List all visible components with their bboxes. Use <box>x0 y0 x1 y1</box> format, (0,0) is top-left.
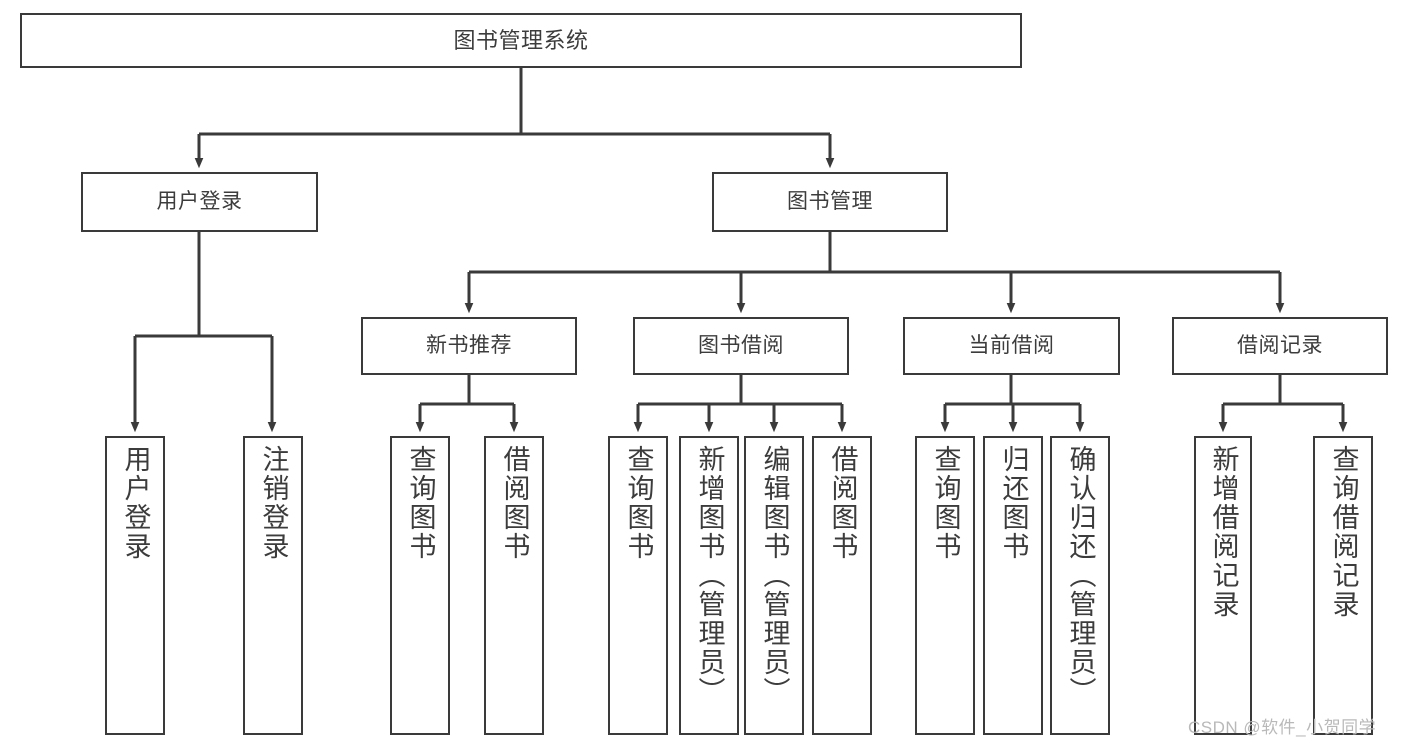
node-label: 查询图书 <box>930 445 961 561</box>
node-label: 查询借阅记录 <box>1328 445 1359 619</box>
node-label: 新增借阅记录 <box>1208 445 1239 619</box>
node-label: 用户登录 <box>156 189 243 213</box>
node-label: 当前借阅 <box>968 333 1055 357</box>
node-label: 借阅记录 <box>1237 333 1323 357</box>
node-label: 图书管理系统 <box>453 27 589 53</box>
leaf-book-borrow-lend[interactable]: 借阅图书 <box>812 436 872 735</box>
node-label: 注销登录 <box>258 445 289 561</box>
node-label: 图书借阅 <box>698 333 784 357</box>
node-book-borrow[interactable]: 图书借阅 <box>633 317 849 375</box>
watermark-text: CSDN @软件_小贺同学 <box>1188 718 1377 737</box>
node-label: 用户登录 <box>120 445 151 561</box>
leaf-current-borrow-query[interactable]: 查询图书 <box>915 436 975 735</box>
leaf-new-book-borrow[interactable]: 借阅图书 <box>484 436 544 735</box>
node-label: 借阅图书 <box>499 445 530 561</box>
node-label: 新书推荐 <box>426 333 512 357</box>
leaf-user-login-login[interactable]: 用户登录 <box>105 436 165 735</box>
leaf-new-book-query[interactable]: 查询图书 <box>390 436 450 735</box>
node-label: 确认归还（管理员） <box>1065 445 1096 706</box>
node-label: 图书管理 <box>787 189 873 213</box>
node-user-login[interactable]: 用户登录 <box>81 172 318 232</box>
node-label: 新增图书（管理员） <box>694 445 725 706</box>
leaf-current-borrow-confirm-return[interactable]: 确认归还（管理员） <box>1050 436 1110 735</box>
node-label: 查询图书 <box>405 445 436 561</box>
node-label: 编辑图书（管理员） <box>759 445 790 706</box>
node-label: 借阅图书 <box>827 445 858 561</box>
leaf-borrow-record-query[interactable]: 查询借阅记录 <box>1313 436 1373 735</box>
node-root-system[interactable]: 图书管理系统 <box>20 13 1022 68</box>
leaf-current-borrow-return[interactable]: 归还图书 <box>983 436 1043 735</box>
node-new-book-recommend[interactable]: 新书推荐 <box>361 317 577 375</box>
node-label: 归还图书 <box>998 445 1029 561</box>
node-current-borrow[interactable]: 当前借阅 <box>903 317 1120 375</box>
leaf-user-login-logout[interactable]: 注销登录 <box>243 436 303 735</box>
leaf-book-borrow-add[interactable]: 新增图书（管理员） <box>679 436 739 735</box>
leaf-book-borrow-edit[interactable]: 编辑图书（管理员） <box>744 436 804 735</box>
node-borrow-record[interactable]: 借阅记录 <box>1172 317 1388 375</box>
leaf-book-borrow-query[interactable]: 查询图书 <box>608 436 668 735</box>
leaf-borrow-record-add[interactable]: 新增借阅记录 <box>1194 436 1252 735</box>
node-book-management[interactable]: 图书管理 <box>712 172 948 232</box>
node-label: 查询图书 <box>623 445 654 561</box>
